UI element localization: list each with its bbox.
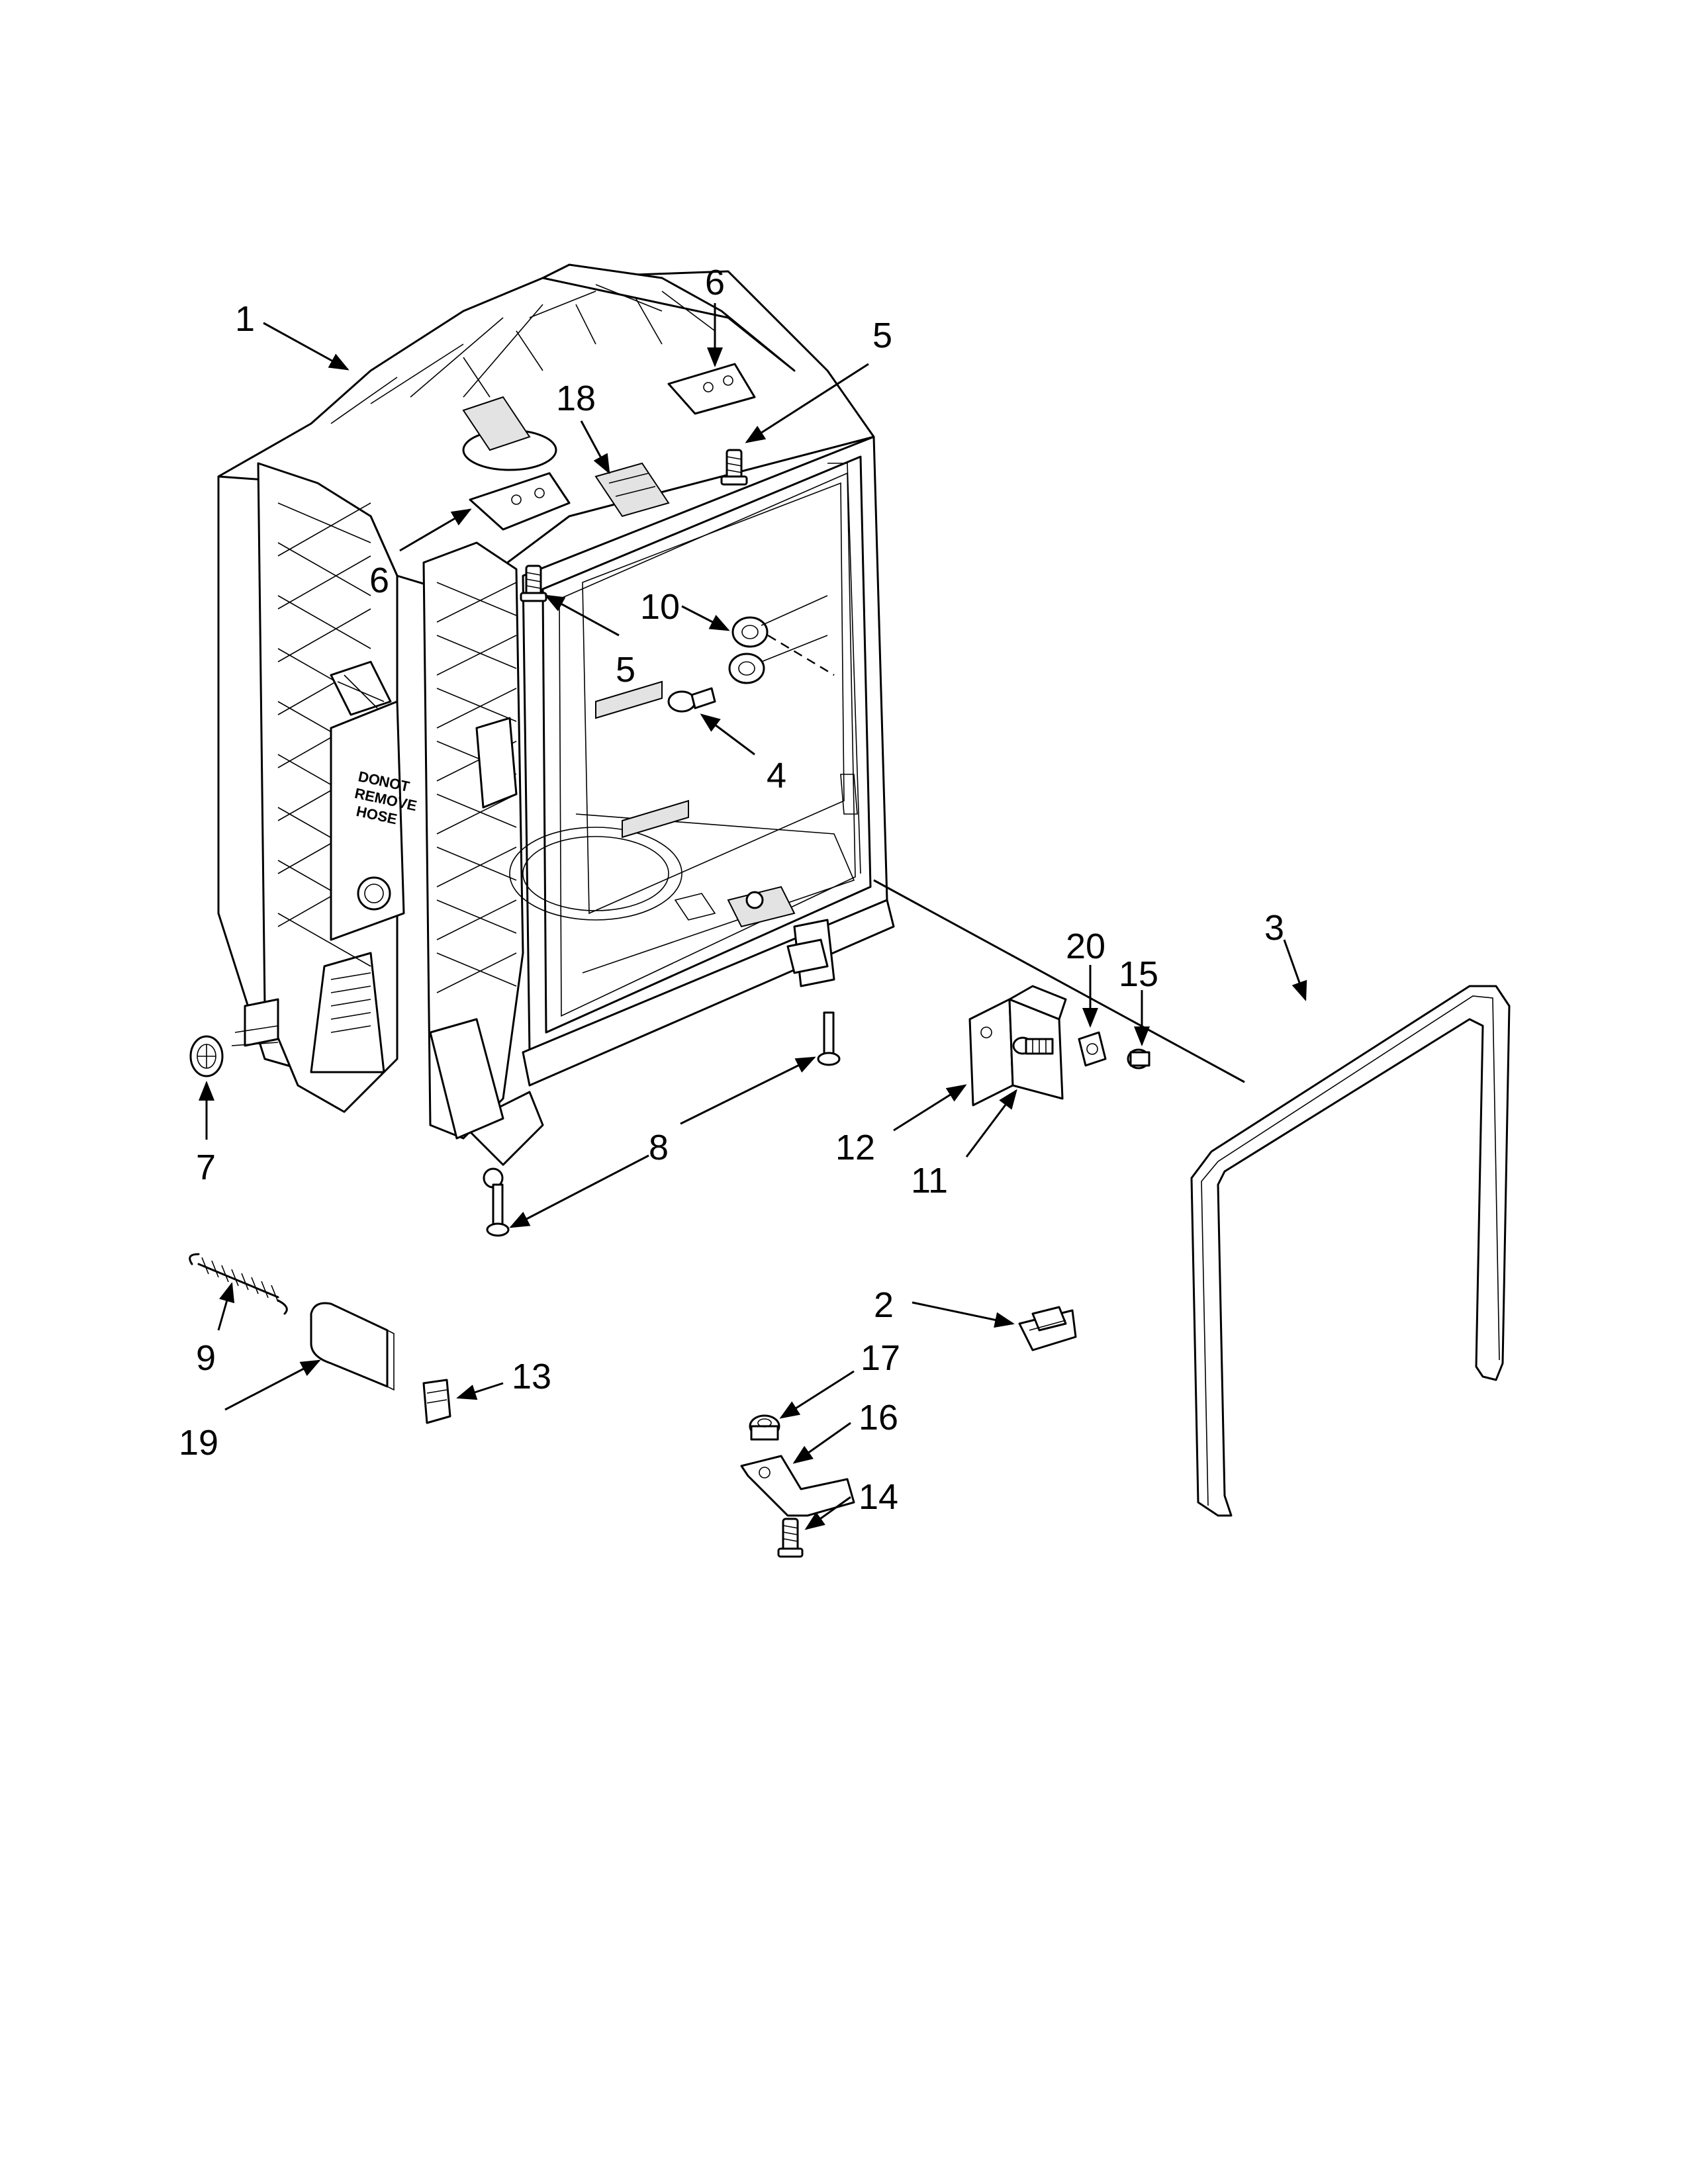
callout-18: 18 — [556, 379, 596, 418]
callout-7: 7 — [196, 1148, 216, 1187]
door-spring — [189, 1253, 288, 1315]
callout-1: 1 — [235, 299, 255, 339]
callout-14: 14 — [859, 1477, 898, 1517]
strike-knob — [749, 1414, 780, 1441]
callout-15: 15 — [1119, 954, 1158, 994]
leveling-leg-right — [817, 1011, 841, 1066]
door-gasket — [1190, 985, 1511, 1517]
callout-10: 10 — [640, 587, 680, 627]
screw-top-left — [520, 565, 547, 602]
callout-20: 20 — [1066, 927, 1105, 966]
clip-nut — [1078, 1031, 1107, 1067]
callout-5-lower: 5 — [616, 650, 635, 690]
callout-13: 13 — [512, 1357, 551, 1396]
callout-9: 9 — [196, 1338, 216, 1378]
callout-11: 11 — [911, 1161, 948, 1201]
roller-assembly — [728, 595, 835, 684]
small-screw — [1127, 1048, 1150, 1069]
callout-8: 8 — [649, 1128, 669, 1167]
callout-16: 16 — [859, 1398, 898, 1437]
callout-numbers: 1 2 3 4 5 5 6 6 7 8 9 10 11 12 13 14 15 … — [179, 263, 1284, 1517]
callout-6-left: 6 — [369, 561, 389, 600]
callout-3: 3 — [1264, 908, 1284, 948]
hinge-bracket-right — [667, 363, 756, 415]
strike-plate — [740, 1455, 855, 1517]
leveling-leg-left — [486, 1183, 510, 1237]
callout-12: 12 — [835, 1128, 875, 1167]
bracket-screw — [1012, 1036, 1054, 1055]
callout-4: 4 — [767, 756, 786, 796]
door-pad — [310, 1302, 395, 1391]
wheel — [189, 1035, 224, 1077]
strike-screw — [777, 1518, 804, 1558]
callout-19: 19 — [179, 1423, 218, 1463]
door-clip — [1018, 1306, 1077, 1351]
leader-lines — [199, 303, 1307, 1530]
callout-17: 17 — [861, 1338, 900, 1378]
callout-6-top: 6 — [705, 263, 725, 302]
roller-screw — [667, 687, 716, 713]
screw-top-right — [720, 449, 748, 486]
callout-2: 2 — [874, 1285, 894, 1325]
hinge-bracket-left — [469, 472, 571, 531]
end-cap — [422, 1379, 451, 1424]
vent-label — [594, 462, 670, 518]
callout-5-top: 5 — [872, 316, 892, 355]
